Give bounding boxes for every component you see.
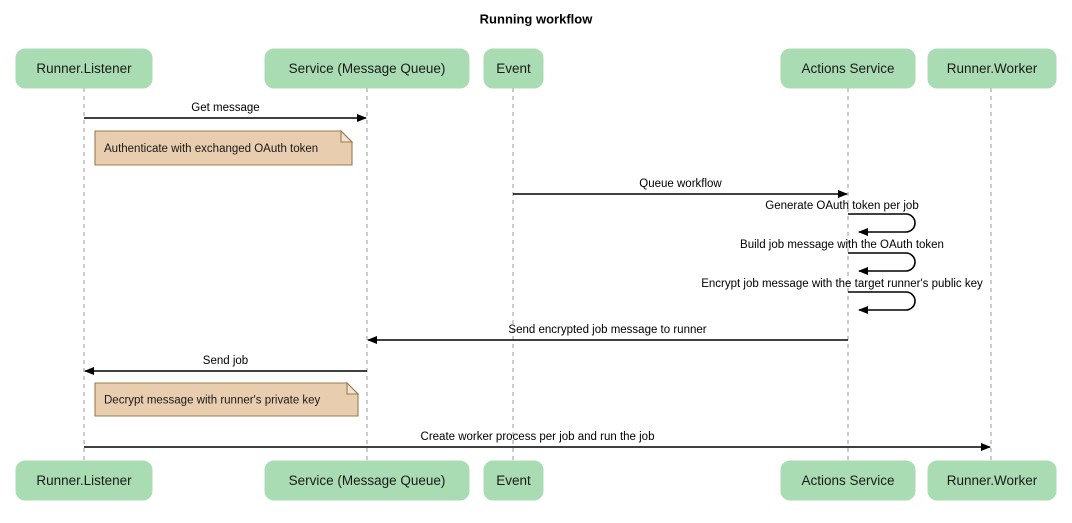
participant-box-event [483, 48, 544, 89]
lifelines-group [83, 88, 992, 461]
participant-box-actions [780, 460, 916, 501]
message-label-m3: Generate OAuth token per job [765, 200, 918, 212]
participant-box-listener [15, 460, 153, 501]
participant-box-service [264, 460, 470, 501]
participant-listener-top[interactable]: Runner.Listener [15, 48, 153, 89]
participant-box-worker [927, 460, 1057, 501]
notes-group: Authenticate with exchanged OAuth tokenD… [94, 129, 360, 417]
note-n1: Authenticate with exchanged OAuth token [94, 129, 354, 166]
participant-box-worker [927, 48, 1057, 89]
message-label-m2: Queue workflow [639, 178, 722, 190]
self-loop-path-m5 [848, 291, 916, 314]
message-label-m8: Create worker process per job and run th… [421, 431, 655, 443]
participant-worker-top[interactable]: Runner.Worker [927, 48, 1057, 89]
participant-label-service: Service (Message Queue) [289, 61, 446, 76]
participant-listener-bottom[interactable]: Runner.Listener [15, 460, 153, 501]
participant-label-event: Event [496, 473, 531, 488]
page-title: Running workflow [480, 11, 594, 26]
message-label-m4: Build job message with the OAuth token [740, 239, 944, 251]
message-m5[interactable]: Encrypt job message with the target runn… [701, 278, 983, 314]
participant-box-actions [780, 48, 916, 89]
participants-header-group: Runner.Listener Service (Message Queue) Ev… [15, 48, 1057, 89]
participant-label-worker: Runner.Worker [947, 473, 1038, 488]
message-m7[interactable]: Send job [84, 355, 367, 375]
participant-box-listener [15, 48, 153, 89]
participant-worker-bottom[interactable]: Runner.Worker [927, 460, 1057, 501]
participant-label-listener: Runner.Listener [36, 473, 132, 488]
participant-box-event [483, 460, 544, 501]
note-label-n1: Authenticate with exchanged OAuth token [104, 143, 318, 155]
message-m1[interactable]: Get message [84, 102, 367, 122]
participant-label-service: Service (Message Queue) [289, 473, 446, 488]
message-label-m6: Send encrypted job message to runner [508, 324, 706, 336]
participant-actions-bottom[interactable]: Actions Service [780, 460, 916, 501]
note-label-n2: Decrypt message with runner's private ke… [104, 395, 321, 407]
note-body-n2 [94, 382, 359, 417]
message-m3[interactable]: Generate OAuth token per job [765, 200, 919, 236]
message-label-m1: Get message [191, 102, 259, 114]
note-fold-corner-n2 [346, 381, 360, 395]
participants-footer-group: Runner.Listener Service (Message Queue) Ev… [15, 460, 1057, 501]
participant-label-worker: Runner.Worker [947, 61, 1038, 76]
note-body-n1 [94, 130, 353, 166]
participant-box-service [264, 48, 470, 89]
participant-label-listener: Runner.Listener [36, 61, 132, 76]
note-n2: Decrypt message with runner's private ke… [94, 381, 360, 417]
self-loop-path-m3 [848, 213, 916, 236]
self-loop-path-m4 [848, 252, 916, 275]
participant-event-bottom[interactable]: Event [483, 460, 544, 501]
participant-service-top[interactable]: Service (Message Queue) [264, 48, 470, 89]
message-m4[interactable]: Build job message with the OAuth token [740, 239, 944, 275]
participant-event-top[interactable]: Event [483, 48, 544, 89]
message-m2[interactable]: Queue workflow [513, 178, 848, 198]
message-m6[interactable]: Send encrypted job message to runner [367, 324, 848, 344]
participant-label-actions: Actions Service [801, 61, 894, 76]
participant-label-event: Event [496, 61, 531, 76]
message-label-m7: Send job [203, 355, 248, 367]
message-m8[interactable]: Create worker process per job and run th… [84, 431, 991, 451]
participant-service-bottom[interactable]: Service (Message Queue) [264, 460, 470, 501]
note-fold-corner-n1 [340, 129, 354, 143]
participant-actions-top[interactable]: Actions Service [780, 48, 916, 89]
message-label-m5: Encrypt job message with the target runn… [701, 278, 983, 290]
participant-label-actions: Actions Service [801, 473, 894, 488]
